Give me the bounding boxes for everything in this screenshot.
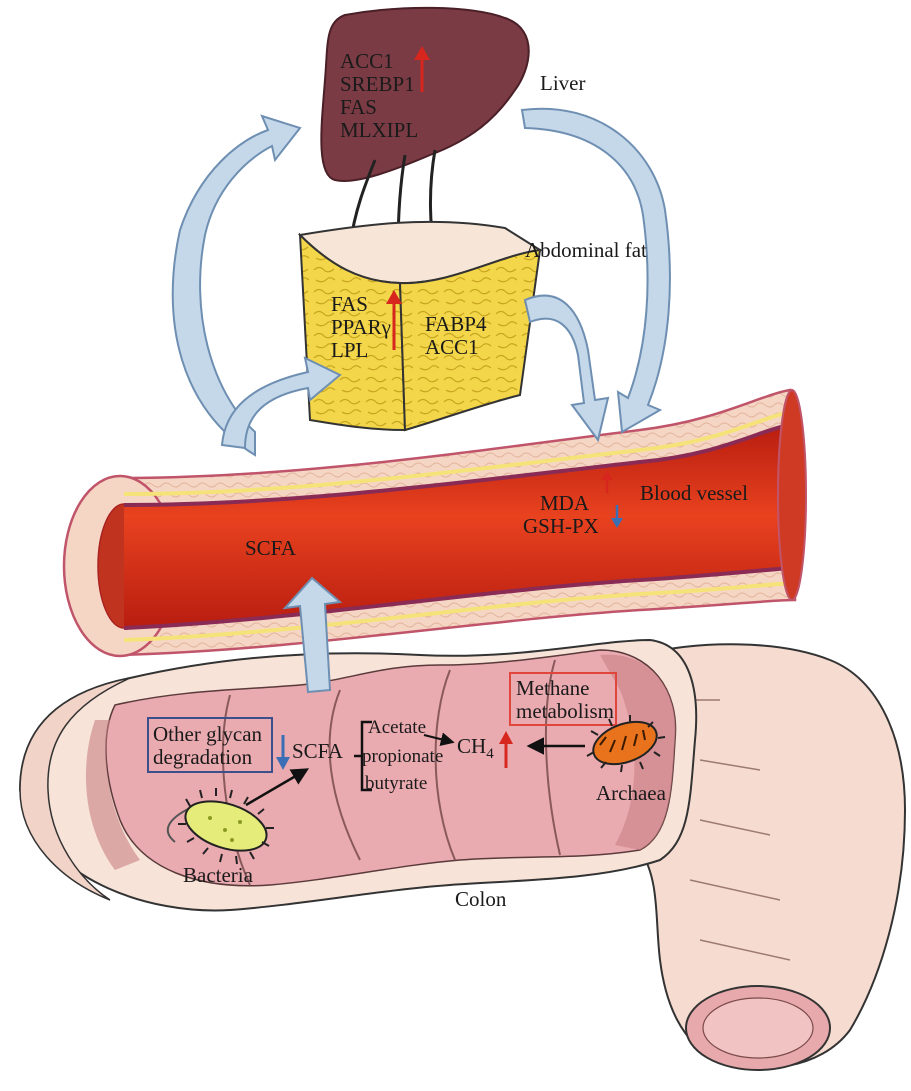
mda-marker: MDA xyxy=(540,491,590,515)
liver-label: Liver xyxy=(540,71,585,95)
colon-label: Colon xyxy=(455,887,507,911)
scfa-type-propionate: propionate xyxy=(362,746,443,767)
fat-gene-right-2: ACC1 xyxy=(425,335,479,359)
methane-box-line-2: metabolism xyxy=(516,699,614,723)
scfa-type-acetate: Acetate xyxy=(368,717,426,738)
fat-gene-left-1: FAS xyxy=(331,292,368,316)
fat-gene-right-1: FABP4 xyxy=(425,312,487,336)
glycan-box-line-2: degradation xyxy=(153,745,253,769)
gsh-px-marker: GSH-PX xyxy=(523,514,599,538)
blood-vessel-label: Blood vessel xyxy=(640,481,748,505)
ch4-subscript: 4 xyxy=(486,746,494,762)
vessel-to-liver-arrow xyxy=(173,116,300,455)
liver-gene-2: SREBP1 xyxy=(340,72,415,96)
glycan-box-line-1: Other glycan xyxy=(153,722,263,746)
blood-vessel-illustration xyxy=(64,390,806,656)
fat-gene-left-2: PPARγ xyxy=(331,315,391,339)
abdominal-fat-label: Abdominal fat xyxy=(525,238,647,262)
fat-to-vessel-arrow xyxy=(525,296,608,440)
scfa-type-butyrate: butyrate xyxy=(365,773,427,794)
methane-box-line-1: Methane xyxy=(516,676,589,700)
colon-scfa-label: SCFA xyxy=(292,739,344,763)
colon-illustration xyxy=(20,640,905,1070)
liver-gene-3: FAS xyxy=(340,95,377,119)
archaea-label: Archaea xyxy=(596,781,667,805)
vessel-scfa-label: SCFA xyxy=(245,536,297,560)
liver-gene-4: MLXIPL xyxy=(340,118,418,142)
liver-gene-1: ACC1 xyxy=(340,49,394,73)
liver-to-vessel-arrow xyxy=(522,109,670,432)
fat-gene-left-3: LPL xyxy=(331,338,368,362)
bacteria-label: Bacteria xyxy=(183,863,254,887)
